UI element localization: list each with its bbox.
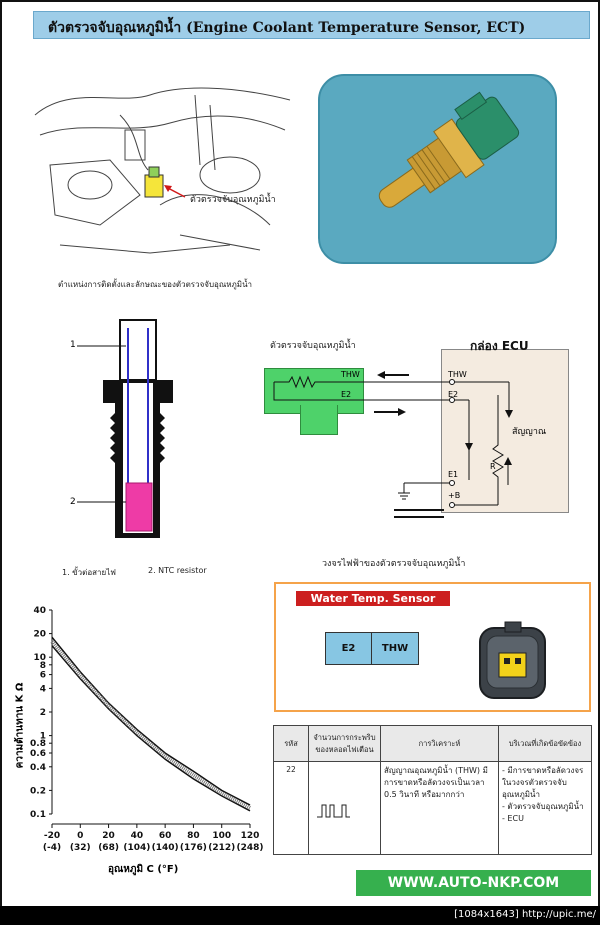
y-tick-label: 0.1 xyxy=(30,810,46,820)
y-tick-label: 8 xyxy=(40,661,46,671)
footer-text: [1084x1643] http://upic.me/ xyxy=(454,909,596,920)
resistance-band-hatch xyxy=(50,640,251,810)
sensor-highlight xyxy=(144,166,164,198)
x-tick-label: 120 xyxy=(241,831,260,841)
e2-left-label: E2 xyxy=(341,390,352,399)
dtc-area-item: - ตัวตรวจจับอุณหภูมิน้ำ xyxy=(502,802,584,811)
y-tick-label: 40 xyxy=(33,606,46,616)
circuit-wiring xyxy=(273,371,513,518)
y-tick-label: 20 xyxy=(33,630,46,640)
x-tick-label-f: (140) xyxy=(152,843,179,853)
x-tick-label: 20 xyxy=(102,831,115,841)
x-tick-label-f: (104) xyxy=(123,843,150,853)
x-tick-label: 40 xyxy=(131,831,144,841)
callout-2: 2 xyxy=(70,497,76,507)
y-tick-label: 6 xyxy=(40,671,46,681)
connector-title: Water Temp. Sensor xyxy=(296,591,450,606)
y-tick-label: 1 xyxy=(40,732,46,742)
y-tick-label: 4 xyxy=(40,684,46,694)
page-title: ตัวตรวจจับอุณหภูมิน้ำ (Engine Coolant Te… xyxy=(48,20,526,36)
pin-thw: THW xyxy=(371,632,419,665)
th-analysis: การวิเคราะห์ xyxy=(380,725,499,762)
blink-pattern-icon xyxy=(317,804,350,818)
graph-y-label-wrap: ความต้านทาน K Ω xyxy=(10,660,26,790)
x-tick-label: 80 xyxy=(187,831,200,841)
e1-label: E1 xyxy=(448,470,459,479)
connector-photo xyxy=(479,621,546,699)
resistor-r-label: R xyxy=(490,462,496,471)
location-caption: ตำแหน่งการติดตั้งและลักษณะของตัวตรวจจับอ… xyxy=(58,280,253,289)
title-bar: ตัวตรวจจับอุณหภูมิน้ำ (Engine Coolant Te… xyxy=(33,11,590,39)
x-tick-label: -20 xyxy=(44,831,60,841)
x-tick-label: 0 xyxy=(77,831,83,841)
blink-pattern-cell xyxy=(308,761,381,855)
y-tick-label: 0.2 xyxy=(30,786,46,796)
plus-b-label: +B xyxy=(448,491,461,500)
legend-ntc: 2. NTC resistor xyxy=(148,566,207,575)
x-tick-label-f: (212) xyxy=(208,843,235,853)
signal-label: สัญญาณ xyxy=(512,427,547,437)
e2-right-label: E2 xyxy=(448,390,459,399)
resistance-band-upper xyxy=(51,636,251,806)
dtc-code: 22 xyxy=(273,761,309,855)
th-area: บริเวณที่เกิดข้อขัดข้อง xyxy=(498,725,592,762)
x-tick-label-f: (176) xyxy=(180,843,207,853)
pin-e2: E2 xyxy=(325,632,372,665)
circuit-caption: วงจรไฟฟ้าของตัวตรวจจับอุณหภูมิน้ำ xyxy=(322,559,466,569)
engine-location-drawing xyxy=(34,87,291,254)
dtc-table: รหัส จำนวนการกระพริบของหลอดไฟเตือน การวิ… xyxy=(273,725,592,855)
resistance-band-lower xyxy=(51,645,251,812)
x-tick-label-f: (68) xyxy=(98,843,119,853)
website-banner[interactable]: WWW.AUTO-NKP.COM xyxy=(356,870,591,896)
y-tick-label: 0.8 xyxy=(30,739,46,749)
y-tick-label: 2 xyxy=(40,708,46,718)
dtc-areas: - มีการขาดหรือลัดวงจรในวงจรตัวตรวจจับอุณ… xyxy=(498,761,592,855)
x-tick-label-f: (32) xyxy=(70,843,91,853)
x-tick-label-f: (248) xyxy=(236,843,263,853)
footer-bar: [1084x1643] http://upic.me/ xyxy=(0,906,600,925)
thw-right-label: THW xyxy=(448,370,467,379)
graph-x-label: อุณหภูมิ C (°F) xyxy=(108,864,179,875)
dtc-area-item: - ECU xyxy=(502,814,524,823)
y-tick-label: 0.6 xyxy=(30,749,46,759)
dtc-analysis: สัญญาณอุณหภูมิน้ำ (THW) มีการขาดหรือลัดว… xyxy=(380,761,499,855)
sensor-cutaway-drawing xyxy=(77,319,173,538)
sensor-green-stem xyxy=(300,405,338,435)
circuit-sensor-label: ตัวตรวจจับอุณหภูมิน้ำ xyxy=(270,341,356,351)
location-callout: ตัวตรวจจับอุณหภูมิน้ำ xyxy=(190,195,276,205)
sensor-photo xyxy=(378,91,520,208)
callout-1: 1 xyxy=(70,340,76,350)
thw-left-label: THW xyxy=(341,370,360,379)
ecu-box xyxy=(441,349,569,513)
legend-connector: 1. ขั้วต่อสายไฟ xyxy=(62,568,116,577)
ecu-title: กล่อง ECU xyxy=(470,339,529,353)
y-tick-label: 0.4 xyxy=(30,763,46,773)
x-tick-label: 60 xyxy=(159,831,172,841)
graph-y-label: ความต้านทาน K Ω xyxy=(14,682,26,769)
ntc-resistor xyxy=(125,482,153,532)
th-blink: จำนวนการกระพริบของหลอดไฟเตือน xyxy=(308,725,381,762)
x-tick-label-f: (-4) xyxy=(43,843,61,853)
dtc-area-item: - มีการขาดหรือลัดวงจรในวงจรตัวตรวจจับอุณ… xyxy=(502,766,584,799)
y-tick-label: 10 xyxy=(33,653,46,663)
x-tick-label: 100 xyxy=(212,831,231,841)
th-code: รหัส xyxy=(273,725,309,762)
sensor-body xyxy=(103,319,173,538)
